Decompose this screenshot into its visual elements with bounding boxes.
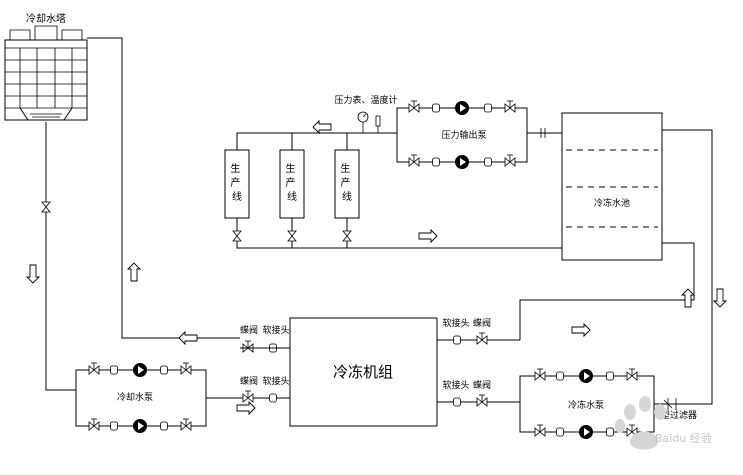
pl3-char-3: 线 [342, 190, 352, 203]
pl3-char-1: 生 [340, 162, 350, 175]
cooling-pump-top-icon [133, 363, 147, 377]
production-line-2-label: 生 产 线 [285, 162, 298, 203]
chiller-unit-label: 冷冻机组 [333, 363, 393, 381]
butterfly-valve-label-3: 蝶阀 [473, 317, 491, 329]
cooling-pump-label: 冷却水泵 [117, 391, 153, 403]
cooling-return-pipe [87, 37, 240, 339]
pl1-char-2: 产 [230, 176, 240, 189]
pl2-char-3: 线 [287, 190, 297, 203]
pl2-char-1: 生 [285, 162, 295, 175]
cold-water-pool-label: 冷冻水池 [594, 197, 630, 209]
production-line-1-label: 生 产 线 [230, 162, 243, 203]
production-line-3: 生 产 线 [334, 149, 360, 248]
pressure-pump-top-icon [455, 101, 469, 115]
flow-arrow-left-2-icon [312, 120, 332, 134]
pl3-char-2: 产 [340, 176, 350, 189]
flow-arrow-left-icon [178, 331, 198, 345]
chiller-out-butterfly-valve-icon [242, 390, 254, 403]
butterfly-valve-label-2: 蝶阀 [240, 375, 258, 387]
chilled-pump-group: 冷冻水泵 [519, 368, 655, 439]
production-line-2: 生 产 线 [279, 149, 305, 248]
baidu-paw-logo-icon [615, 396, 666, 450]
soft-joint-label-3: 软接头 [442, 317, 469, 329]
cooling-supply-pipe [45, 122, 76, 391]
y-filter-icon [663, 398, 677, 410]
soft-joint-label-4: 软接头 [442, 379, 469, 391]
production-line-3-label: 生 产 线 [340, 162, 353, 203]
cooling-tower-label: 冷却水塔 [26, 12, 66, 25]
flow-arrow-right-2-icon [571, 323, 591, 337]
butterfly-valve-label-4: 蝶阀 [473, 379, 491, 391]
chilled-pump-label: 冷冻水泵 [568, 399, 604, 411]
tower-valve-icon [41, 201, 51, 213]
pressure-pump-bottom-icon [455, 155, 469, 169]
chilled-pump-top-icon [579, 369, 593, 383]
pl1-char-1: 生 [230, 162, 240, 175]
gauge-label: 压力表、温度计 [334, 94, 397, 106]
flow-arrow-down-2-icon [713, 288, 727, 308]
pl2-char-2: 产 [285, 176, 295, 189]
chiller-in-butterfly-valve-icon [242, 340, 254, 353]
watermark-text: Baidu 经验 [655, 432, 712, 445]
cooling-pump-group: 冷却水泵 [75, 362, 207, 433]
soft-joint-label-2: 软接头 [262, 375, 289, 387]
pressure-gauge-icon [357, 111, 369, 133]
flow-arrow-right-icon [236, 401, 256, 415]
thermometer-icon [375, 115, 381, 133]
flow-arrow-up-2-icon [681, 288, 695, 308]
cooling-tower: 冷却水塔 [4, 12, 88, 121]
pressure-pump-label: 压力输出泵 [441, 129, 486, 141]
pressure-pump-group: 压力输出泵 [396, 100, 528, 169]
flow-arrow-up-icon [127, 262, 141, 282]
cooling-pump-bottom-icon [133, 419, 147, 433]
chiller-unit [289, 317, 438, 427]
production-line-1: 生 产 线 [224, 149, 250, 248]
chilled-pump-bottom-icon [579, 425, 593, 439]
flow-arrow-right-3-icon [418, 229, 438, 243]
cold-water-pool [561, 112, 663, 261]
flow-arrow-down-icon [26, 264, 40, 284]
soft-joint-label-1: 软接头 [262, 324, 289, 336]
butterfly-valve-label-1: 蝶阀 [240, 324, 258, 336]
pl1-char-3: 线 [232, 190, 242, 203]
